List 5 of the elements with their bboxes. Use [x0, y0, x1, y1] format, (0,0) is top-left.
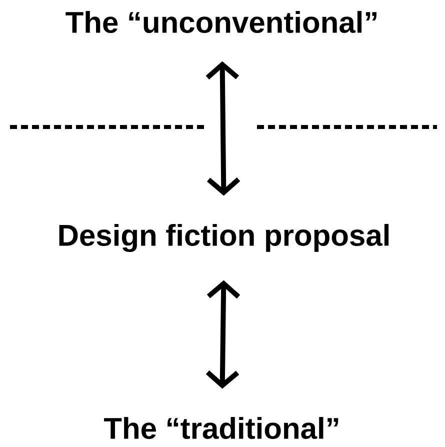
- node-label: Design fiction proposal: [59, 224, 389, 252]
- node-label: The “unconventional”: [66, 10, 376, 34]
- node-label: The “traditional”: [104, 416, 338, 440]
- double-arrow: [206, 280, 240, 389]
- double-arrow: [206, 61, 240, 196]
